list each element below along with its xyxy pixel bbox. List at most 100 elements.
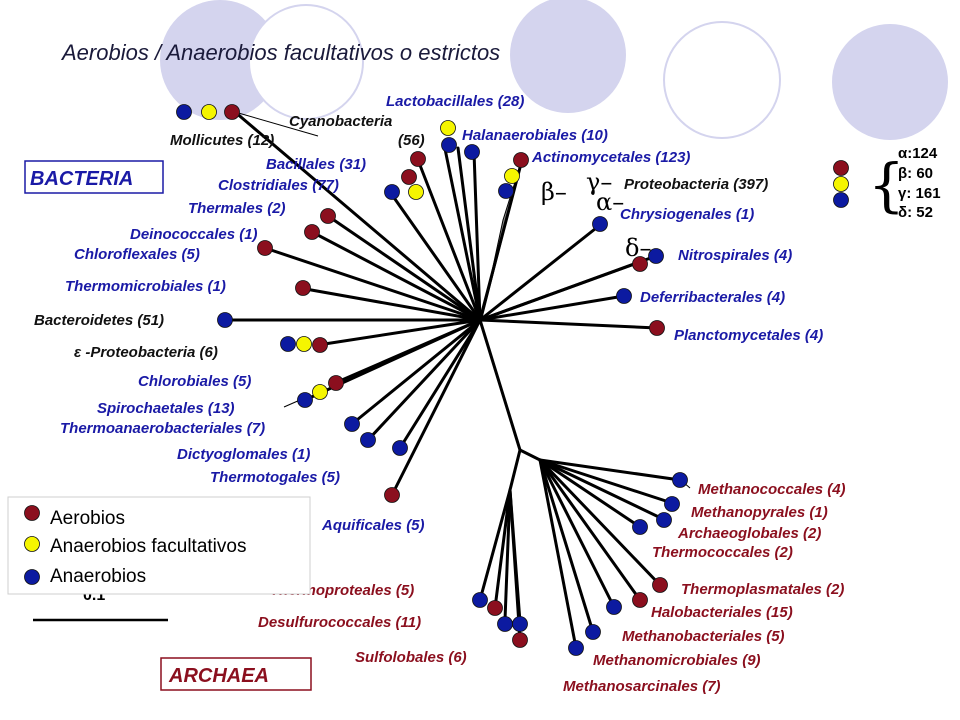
dot-anaerobic: [512, 616, 528, 632]
decor-circles: [160, 0, 948, 140]
counts-brace: {: [868, 151, 905, 219]
dot-aerobic: [410, 151, 426, 167]
alpha-label: α–: [596, 188, 624, 216]
dot-facultative: [296, 336, 312, 352]
page-title: Aerobios / Anaerobios facultativos o est…: [60, 40, 500, 65]
label-methanopyrales: Methanopyrales (1): [691, 504, 828, 521]
dot-facultative: [833, 176, 849, 192]
beta-count: β: 60: [898, 165, 933, 182]
dot-aerobic: [632, 592, 648, 608]
dot-anaerobic: [441, 137, 457, 153]
dot-aerobic: [833, 160, 849, 176]
label-clostridiales: Clostridiales (77): [218, 177, 339, 194]
dot-anaerobic: [176, 104, 192, 120]
dot-facultative: [312, 384, 328, 400]
proteobacteria-counts: { α:124 β: 60 γ: 161 δ: 52: [868, 145, 941, 221]
dot-anaerobic: [656, 512, 672, 528]
decor-circle-filled: [832, 24, 948, 140]
gamma-label: γ–: [586, 168, 612, 196]
dot-anaerobic: [498, 183, 514, 199]
dot-aerobic: [487, 600, 503, 616]
bacteria-domain-label: BACTERIA: [30, 168, 133, 190]
legend-box: [7, 496, 311, 595]
label-aquificales: Aquificales (5): [321, 517, 425, 534]
label-methanococcales: Methanococcales (4): [698, 481, 846, 498]
dot-anaerobic: [833, 192, 849, 208]
dot-aerobic: [257, 240, 273, 256]
dot-aerobic: [312, 337, 328, 353]
label-deinococcales: Deinococcales (1): [130, 226, 258, 243]
decor-circle-filled: [510, 0, 626, 113]
dot-anaerobic: [606, 599, 622, 615]
label-spirochaetales: Spirochaetales (13): [97, 400, 235, 417]
legend-anaerobic-label: Anaerobios: [50, 566, 146, 587]
dot-anaerobic: [592, 216, 608, 232]
label-nitrospirales: Nitrospirales (4): [678, 247, 792, 264]
legend-facultative-label: Anaerobios facultativos: [50, 536, 246, 557]
dot-anaerobic: [280, 336, 296, 352]
dot-aerobic: [328, 375, 344, 391]
dot-anaerobic: [672, 472, 688, 488]
dot-anaerobic: [648, 248, 664, 264]
decor-circle-filled: [160, 0, 280, 120]
dot-anaerobic: [616, 288, 632, 304]
label-cyanobacteria-count: (56): [398, 132, 425, 149]
dot-anaerobic: [472, 592, 488, 608]
label-halobacteriales: Halobacteriales (15): [651, 604, 793, 621]
label-epsilon-proteobacteria: ε -Proteobacteria (6): [74, 344, 218, 361]
label-sulfolobales: Sulfolobales (6): [355, 649, 467, 666]
dot-aerobic: [224, 104, 240, 120]
dot-aerobic: [649, 320, 665, 336]
label-proteobacteria: Proteobacteria (397): [624, 176, 768, 193]
label-bacillales: Bacillales (31): [266, 156, 366, 173]
label-actinomycetales: Actinomycetales (123): [531, 149, 690, 166]
dot-anaerobic: [585, 624, 601, 640]
legend-facultative-dot: [24, 536, 40, 552]
dot-aerobic: [320, 208, 336, 224]
label-thermococcales: Thermococcales (2): [652, 544, 793, 561]
label-deferribacterales: Deferribacterales (4): [640, 289, 785, 306]
dot-aerobic: [304, 224, 320, 240]
legend-aerobic-dot: [24, 505, 40, 521]
gamma-count: γ: 161: [898, 185, 941, 202]
label-chrysiogenales: Chrysiogenales (1): [620, 206, 754, 223]
label-thermotogales: Thermotogales (5): [210, 469, 340, 486]
dot-anaerobic: [392, 440, 408, 456]
dot-aerobic: [295, 280, 311, 296]
label-bacteroidetes: Bacteroidetes (51): [34, 312, 164, 329]
label-desulfurococcales: Desulfurococcales (11): [258, 614, 421, 631]
dot-anaerobic: [464, 144, 480, 160]
dot-aerobic: [513, 152, 529, 168]
proteobacteria-class-labels: β– γ– α– δ–: [541, 168, 651, 262]
alpha-count: α:124: [898, 145, 938, 162]
dot-anaerobic: [297, 392, 313, 408]
legend-aerobic-label: Aerobios: [50, 508, 125, 529]
bacteria-domain-box: BACTERIA: [24, 160, 164, 194]
dot-anaerobic: [497, 616, 513, 632]
dot-aerobic: [384, 487, 400, 503]
label-methanomicrobiales: Methanomicrobiales (9): [593, 652, 761, 669]
label-chlorobiales: Chlorobiales (5): [138, 373, 251, 390]
label-archaeoglobales: Archaeoglobales (2): [677, 525, 821, 542]
dot-anaerobic: [217, 312, 233, 328]
label-planctomycetales: Planctomycetales (4): [674, 327, 823, 344]
label-thermales: Thermales (2): [188, 200, 286, 217]
label-thermoplasmatales: Thermoplasmatales (2): [681, 581, 844, 598]
decor-circle-outline: [663, 21, 781, 139]
dot-anaerobic: [664, 496, 680, 512]
label-mollicutes: Mollicutes (12): [170, 132, 274, 149]
label-thermoanaerobacteriales: Thermoanaerobacteriales (7): [60, 420, 265, 437]
dot-aerobic: [401, 169, 417, 185]
decor-circle-outline: [248, 4, 364, 120]
label-methanobacteriales: Methanobacteriales (5): [622, 628, 785, 645]
label-dictyoglomales: Dictyoglomales (1): [177, 446, 310, 463]
dot-facultative: [440, 120, 456, 136]
label-thermomicrobiales: Thermomicrobiales (1): [65, 278, 226, 295]
dot-aerobic: [632, 256, 648, 272]
metabolism-dots: [176, 104, 849, 656]
bacteria-labels: Lactobacillales (28) Cyanobacteria (56) …: [34, 93, 823, 534]
dot-anaerobic: [360, 432, 376, 448]
label-cyanobacteria: Cyanobacteria: [289, 113, 392, 130]
legend-anaerobic-dot: [24, 569, 40, 585]
